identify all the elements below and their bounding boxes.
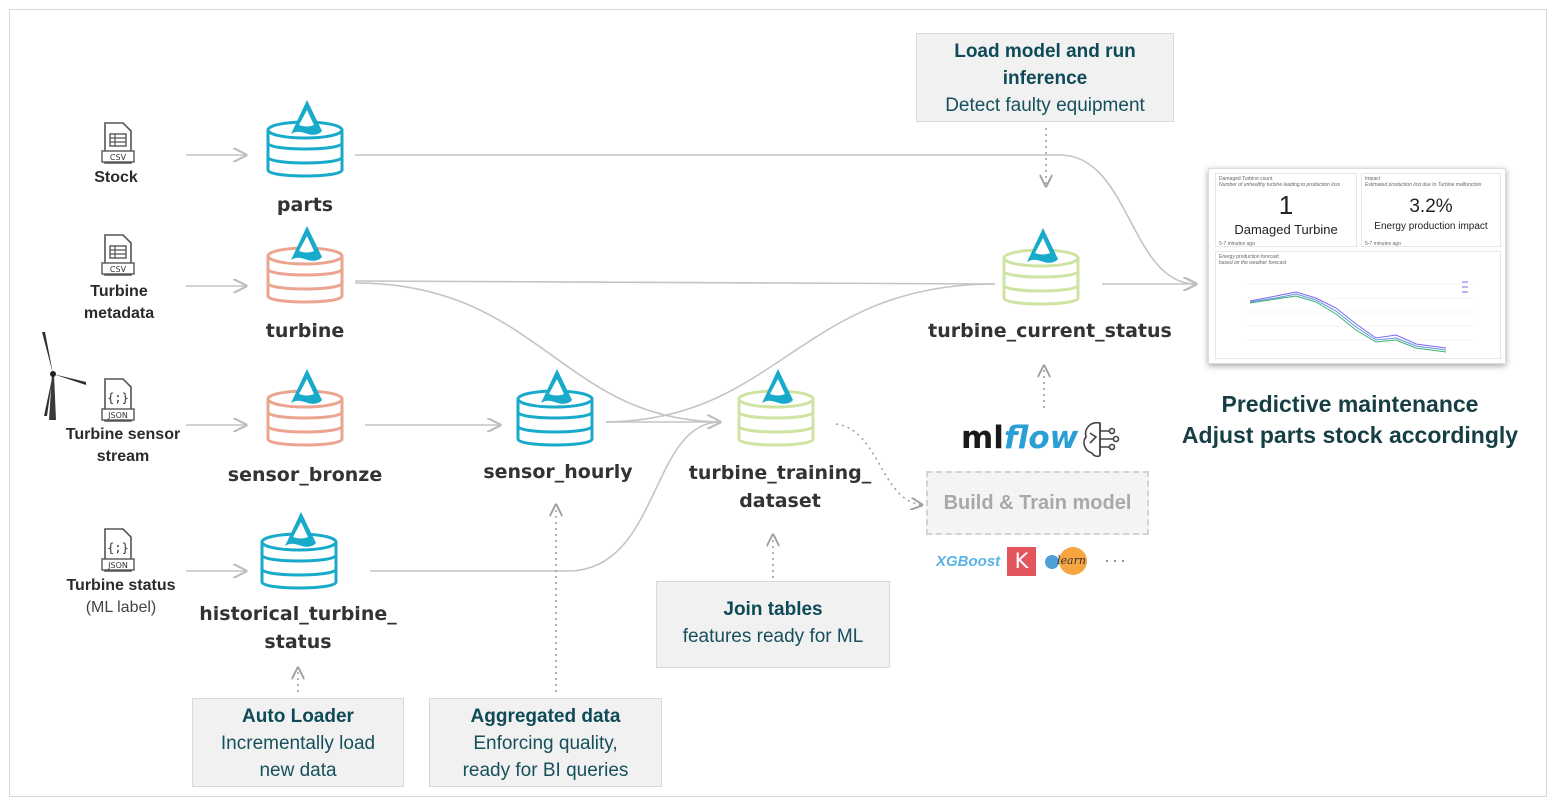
kpi-label: Energy production impact [1374,221,1488,232]
svg-text:CSV: CSV [110,265,127,274]
source-label-stock: Stock [94,169,138,186]
source-label-line1: Turbine sensor [65,426,181,443]
kpi-value: 1 [1278,190,1294,220]
note-title: Auto Loader [242,706,354,727]
table-label-line1: turbine_training_ [688,462,872,484]
kpi-subtitle: Estimated production lost due to Turbine… [1365,182,1482,188]
note-text-line1: Incrementally load [220,733,376,754]
source-label-line1: Turbine [90,283,148,300]
svg-text:{;}: {;} [107,541,129,555]
sklearn-blue-dot [1045,555,1059,569]
chart-title: Energy production forecast [1219,254,1279,260]
inference-note: Load model and run inference Detect faul… [916,33,1174,122]
auto-loader-note: Auto Loader Incrementally load new data [192,698,404,787]
kpi-card-impact: Impact Estimated production lost due to … [1361,173,1501,247]
note-title: Join tables [723,599,823,620]
delta-table-icon [737,369,815,447]
source-label-line2: (ML label) [85,599,157,616]
sklearn-text: learn [1057,554,1086,567]
table-label-sensor-hourly: sensor_hourly [483,461,633,483]
delta-table-icon [1002,228,1080,306]
table-label-sensor-bronze: sensor_bronze [227,464,383,486]
source-label-line1: Turbine status [66,577,176,594]
kpi-footer: 5-7 minutes ago [1365,241,1401,247]
brain-icon [1083,421,1120,458]
mlflow-logo: mlflow [961,418,1078,458]
svg-text:JSON: JSON [107,411,128,420]
note-text-line2: ready for BI queries [462,760,629,781]
source-label-sensor-stream: Turbine sensor stream [56,424,190,468]
chart-subtitle: based on the weather forecast [1219,260,1287,266]
delta-table-icon [516,369,594,447]
table-label-line1: historical_turbine_ [199,603,397,625]
table-label-turbine-training-dataset: turbine_training_ dataset [680,459,880,515]
join-tables-note: Join tables features ready for ML [656,581,890,668]
kpi-value: 3.2% [1409,196,1453,217]
wind-turbine-icon [42,332,86,420]
table-label-turbine-current-status: turbine_current_status [928,320,1172,342]
more-logos-ellipsis: ··· [1104,550,1128,570]
table-label-line2: status [264,631,332,653]
svg-text:{;}: {;} [107,391,129,405]
delta-table-icon [260,512,338,590]
json-file-icon: {;} JSON [101,528,135,572]
sklearn-orange-dot [1059,547,1087,575]
headline-line1: Predictive maintenance [1221,391,1479,417]
kpi-label: Damaged Turbine [1234,222,1338,237]
csv-file-icon: CSV [101,234,135,276]
kpi-title: Impact [1365,176,1381,182]
mlflow-flow: flow [1003,420,1079,456]
table-label-turbine: turbine [265,320,345,342]
aggregated-data-note: Aggregated data Enforcing quality, ready… [429,698,662,787]
kpi-footer: 5-7 minutes ago [1219,241,1255,247]
note-title-line2: inference [1002,68,1088,89]
delta-table-icon [266,369,344,447]
csv-file-icon: CSV [101,122,135,164]
source-label-turbine-status: Turbine status (ML label) [56,575,186,619]
svg-text:JSON: JSON [107,561,128,570]
note-text: Detect faulty equipment [945,95,1145,116]
mlflow-ml: ml [961,420,1004,456]
note-text: features ready for ML [682,626,864,647]
headline: Predictive maintenance Adjust parts stoc… [1170,389,1530,451]
note-title-line1: Load model and run [954,41,1136,62]
sklearn-logo: learn [1045,547,1095,575]
keras-logo: K [1007,547,1036,576]
table-label-line2: dataset [739,490,821,512]
source-label-turbine-metadata: Turbine metadata [60,281,178,325]
note-text-line1: Enforcing quality, [473,733,618,754]
json-file-icon: {;} JSON [101,378,135,422]
forecast-line-chart [1244,281,1476,353]
table-label-parts: parts [276,194,334,216]
source-label-line2: metadata [83,305,155,322]
kpi-subtitle: Number of unhealthy turbine leading to p… [1219,182,1341,188]
kpi-card-damaged: Damaged Turbine count Number of unhealth… [1215,173,1357,247]
diagram-frame [9,9,1547,797]
xgboost-logo: XGBoost [936,553,1001,570]
note-title: Aggregated data [470,706,621,727]
build-train-model-box: Build & Train model [926,471,1149,535]
delta-table-icon [266,226,344,304]
svg-text:CSV: CSV [110,153,127,162]
dashboard-thumbnail: Damaged Turbine count Number of unhealth… [1208,168,1506,364]
delta-table-icon [266,100,344,178]
kpi-title: Damaged Turbine count [1219,176,1273,182]
headline-line2: Adjust parts stock accordingly [1181,422,1519,448]
forecast-chart-card: Energy production forecast based on the … [1215,251,1501,359]
table-label-historical-turbine-status: historical_turbine_ status [190,600,406,656]
note-text-line2: new data [259,760,337,781]
source-label-line2: stream [96,448,150,465]
